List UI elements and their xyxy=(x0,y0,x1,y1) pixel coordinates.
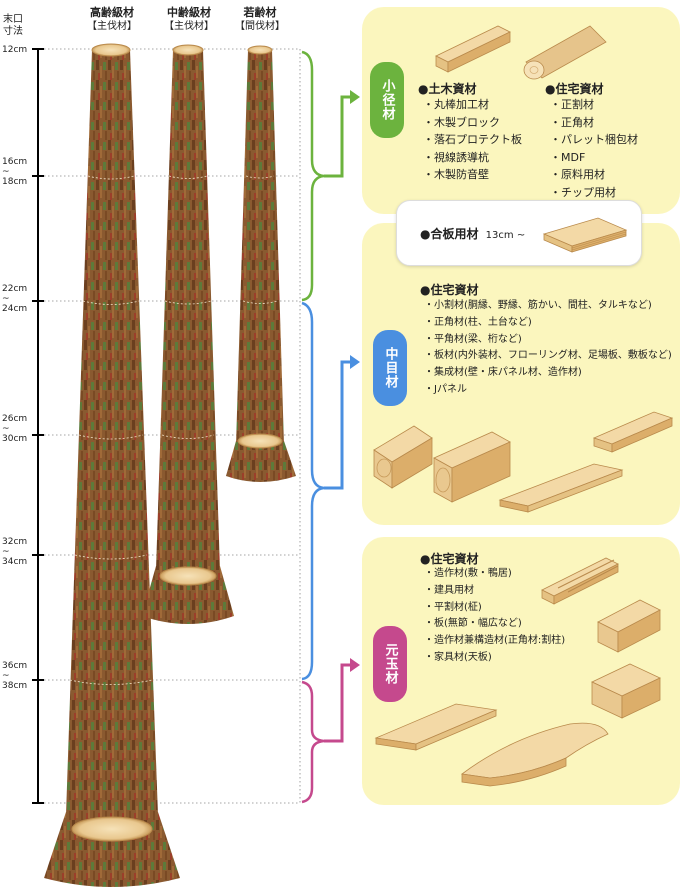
plywood-range: 13cm ~ xyxy=(485,230,526,241)
small-group-housing-list: ・正割材 ・正角材 ・パレット梱包材 ・MDF ・原料用材 ・チップ用材 xyxy=(550,96,638,201)
list-item: ・正割材 xyxy=(550,98,594,111)
tree-header-young: 若齢材【間伐材】 xyxy=(235,6,285,32)
list-item: ・原料用材 xyxy=(550,168,605,181)
panel-small-diameter xyxy=(362,7,680,214)
lumber-icons-butt xyxy=(374,557,661,787)
list-item: ・板材(内外装材、フローリング材、足場板、敷板など) xyxy=(424,350,672,362)
category-label-medium: 中目材 xyxy=(373,330,407,406)
list-item: ・木製防音壁 xyxy=(423,168,489,181)
list-item: ・集成材(壁・床パネル材、造作材) xyxy=(424,367,582,379)
tree-old xyxy=(44,43,180,887)
list-item: ・チップ用材 xyxy=(550,185,616,199)
list-item: ・造作材(敷・鴨居) xyxy=(424,568,512,579)
butt-group-housing-list: ・造作材(敷・鴨居) ・建具用材 ・平割材(柾) ・板(無節・幅広など) ・造作… xyxy=(424,566,565,667)
tree-header-old: 高齢級材【主伐材】 xyxy=(87,6,137,32)
panel-medium-diameter xyxy=(362,223,680,525)
list-item: ・視線誘導杭 xyxy=(423,150,489,164)
small-group-civil-list: ・丸棒加工材 ・木製ブロック ・落石プロテクト板 ・視線誘導杭 ・木製防音壁 xyxy=(423,96,522,184)
list-item: ・正角材 xyxy=(550,115,594,129)
axis-label-12: 12cm xyxy=(2,45,28,55)
list-item: ・建具用材 xyxy=(424,584,474,596)
axis-label-26-30: 26cm ~ 30cm xyxy=(2,414,28,444)
category-label-small: 小径材 xyxy=(370,62,404,138)
medium-group-housing-title: ●住宅資材 xyxy=(420,283,479,297)
list-item: ・Jパネル xyxy=(424,383,467,395)
list-item: ・MDF xyxy=(550,150,586,164)
list-item: ・平割材(柾) xyxy=(424,601,482,613)
axis-label-22-24: 22cm ~ 24cm xyxy=(2,284,28,314)
list-item: ・木製ブロック xyxy=(423,115,500,129)
list-item: ・パレット梱包材 xyxy=(550,133,638,146)
lumber-icons-medium xyxy=(373,411,674,513)
list-item: ・平角材(梁、桁など) xyxy=(424,333,522,345)
plywood-icon xyxy=(542,217,628,253)
butt-group-housing-title: ●住宅資材 xyxy=(420,552,479,566)
plywood-title: ●合板用材 13cm ~ xyxy=(420,227,526,241)
list-item: ・板(無節・幅広など) xyxy=(424,618,522,630)
axis-label-36-38: 36cm ~ 38cm xyxy=(2,661,28,691)
category-braces xyxy=(301,50,360,804)
list-item: ・家具材(天板) xyxy=(424,651,492,663)
list-item: ・丸棒加工材 xyxy=(423,98,489,111)
category-label-butt: 元玉材 xyxy=(373,626,407,702)
list-item: ・小割材(胴縁、野縁、筋かい、間柱、タルキなど) xyxy=(424,300,652,311)
list-item: ・落石プロテクト板 xyxy=(423,133,522,146)
small-group-civil-title: ●土木資材 xyxy=(418,82,477,96)
lumber-icons-small xyxy=(435,25,607,80)
tree-middle xyxy=(142,44,234,624)
tree-trunks-illustration xyxy=(44,43,296,887)
axis-label-16-18: 16cm ~ 18cm xyxy=(2,157,28,187)
tree-header-middle: 中齢級材【主伐材】 xyxy=(164,6,214,32)
axis-label-32-34: 32cm ~ 34cm xyxy=(2,537,28,567)
list-item: ・造作材兼構造材(正角材:割柱) xyxy=(424,635,566,647)
axis-title: 末口寸法 xyxy=(3,14,23,37)
list-item: ・正角材(柱、土台など) xyxy=(424,316,532,328)
small-group-housing-title: ●住宅資材 xyxy=(545,82,604,96)
tree-young xyxy=(226,45,296,482)
medium-group-housing-list: ・小割材(胴縁、野縁、筋かい、間柱、タルキなど) ・正角材(柱、土台など) ・平… xyxy=(424,298,672,399)
